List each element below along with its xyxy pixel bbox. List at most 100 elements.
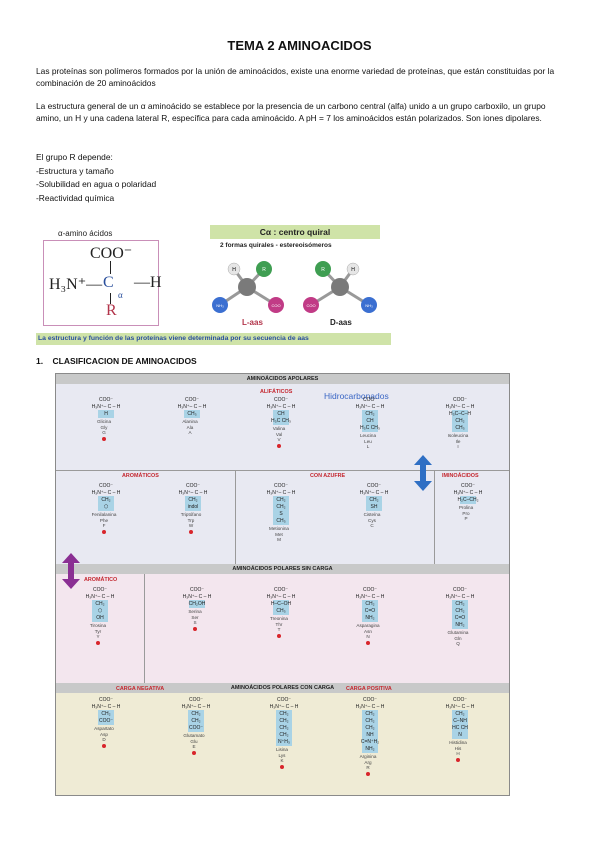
amino-acid-name: Alanina bbox=[182, 419, 198, 424]
amino-acid-name: Lisina bbox=[275, 747, 288, 752]
side-chain-label: C–NH bbox=[453, 718, 467, 724]
essential-dot-icon bbox=[366, 771, 370, 776]
amine-label: H₃N⁺– C – H bbox=[267, 490, 296, 496]
structure-paragraph: La estructura general de un α aminoácido… bbox=[36, 101, 546, 123]
amino-acid-name: Glicina bbox=[96, 419, 112, 424]
side-chain-highlight bbox=[184, 410, 200, 418]
side-chain-label: indol bbox=[188, 504, 199, 510]
essential-dot-icon bbox=[280, 764, 284, 769]
amino-acid-name: Prolina bbox=[458, 505, 474, 510]
atom-nh3-label: NH₃ bbox=[216, 303, 224, 308]
double-arrow-icon bbox=[62, 553, 80, 589]
one-letter-code: P bbox=[464, 516, 468, 521]
atom-coo-label: COO bbox=[306, 303, 315, 308]
r-group-intro: El grupo R depende: bbox=[36, 152, 113, 162]
side-chain-label: ⬡ bbox=[104, 504, 108, 510]
side-chain-label: CH₂ bbox=[365, 601, 374, 607]
chiral-center-title: Cα : centro quiral bbox=[210, 225, 380, 239]
amino-acid-name: Glutamina bbox=[447, 630, 469, 635]
side-chain-label: CH₂ bbox=[365, 718, 374, 724]
label-aromaticos: AROMÁTICOS bbox=[122, 473, 159, 479]
three-letter-code: Arg bbox=[364, 759, 372, 765]
divider bbox=[235, 470, 236, 564]
r-group-sphere bbox=[315, 261, 331, 277]
alpha-amino-acid-figure: COO⁻ H₃N⁺— C α —H R bbox=[43, 240, 162, 326]
one-letter-code: R bbox=[366, 765, 370, 770]
carboxyl-label: COO⁻ bbox=[186, 483, 200, 489]
carboxyl-label: COO⁻ bbox=[453, 397, 467, 403]
side-chain-label: H₃C CH₃ bbox=[360, 425, 380, 431]
carboxyl-label: COO⁻ bbox=[189, 697, 203, 703]
atom-r-label: R bbox=[262, 267, 266, 273]
side-chain-highlight bbox=[276, 710, 292, 746]
one-letter-code: F bbox=[102, 523, 106, 528]
essential-dot-icon bbox=[192, 750, 196, 755]
three-letter-code: Gly bbox=[100, 424, 108, 430]
amine-sphere bbox=[212, 297, 228, 313]
side-chain-label: COO⁻ bbox=[189, 725, 203, 731]
side-chain-label: CH₂ bbox=[276, 504, 285, 510]
carboxyl-label: COO⁻ bbox=[93, 587, 107, 593]
l-isomer-label: L-aas bbox=[242, 318, 263, 327]
label-carga-negativa: CARGA NEGATIVA bbox=[116, 686, 165, 692]
label-azufre: CON AZUFRE bbox=[310, 473, 346, 479]
carboxyl-label: COO⁻ bbox=[99, 483, 113, 489]
amine-label: H₃N⁺– C – H bbox=[356, 594, 385, 600]
side-chain-label: H₃C–C–H bbox=[449, 411, 471, 417]
side-chain-label: CH₂ bbox=[279, 718, 288, 724]
side-chain-highlight bbox=[185, 496, 201, 511]
carboxyl-label: COO⁻ bbox=[277, 697, 291, 703]
side-chain-label: CH₂ bbox=[365, 725, 374, 731]
amine-label: H₃N⁺– C – H bbox=[446, 404, 475, 410]
side-chain-label: H₃C CH₃ bbox=[271, 418, 291, 424]
side-chain-label: CH₂ bbox=[279, 725, 288, 731]
side-chain-label: CH₃ bbox=[187, 411, 196, 417]
side-chain-label: N⁺H₃ bbox=[278, 739, 290, 745]
side-chain-label: CH₂OH bbox=[189, 601, 206, 607]
three-letter-code: Asn bbox=[364, 628, 372, 634]
side-chain-label: NH bbox=[366, 732, 374, 738]
side-chain-label: CH₂ bbox=[279, 711, 288, 717]
polar-region bbox=[56, 574, 509, 683]
three-letter-code: Asp bbox=[100, 731, 108, 737]
l-isomer-molecule: H R NH₃ COO bbox=[212, 261, 284, 313]
amino-acid-name: Asparagina bbox=[356, 623, 380, 628]
one-letter-code: I bbox=[457, 444, 459, 449]
three-letter-code: Val bbox=[275, 431, 283, 437]
carboxyl-label: COO⁻ bbox=[367, 483, 381, 489]
three-letter-code: Ala bbox=[186, 424, 194, 430]
essential-dot-icon bbox=[193, 626, 197, 631]
double-arrow-icon bbox=[414, 455, 432, 491]
d-isomer-label: D-aas bbox=[330, 318, 352, 327]
side-chain-highlight bbox=[452, 410, 468, 432]
side-chain-label: CH₂ bbox=[101, 497, 110, 503]
side-chain-label: CH₂ bbox=[455, 711, 464, 717]
side-chain-label: CH₂ bbox=[191, 711, 200, 717]
three-letter-code: Gln bbox=[454, 635, 462, 641]
one-letter-code: S bbox=[193, 620, 197, 625]
alpha-symbol: α bbox=[118, 290, 123, 300]
amine-label: H₃N⁺– C – H bbox=[356, 404, 385, 410]
hydrogen-sphere bbox=[227, 262, 241, 276]
side-chain-highlight bbox=[92, 600, 108, 622]
side-chain-label: CH₂ bbox=[95, 601, 104, 607]
three-letter-code: Leu bbox=[364, 438, 372, 444]
chiral-center-subtitle: 2 formas quirales - estereoisómeros bbox=[220, 242, 332, 249]
amino-acid-name: Cisteína bbox=[363, 512, 381, 517]
essential-dot-icon bbox=[96, 640, 100, 645]
carboxyl-group: COO⁻ bbox=[90, 245, 133, 262]
amine-label: H₃N⁺– C – H bbox=[92, 704, 121, 710]
amine-label: H₃N⁺– C – H bbox=[86, 594, 115, 600]
carbon-sphere bbox=[238, 278, 256, 296]
